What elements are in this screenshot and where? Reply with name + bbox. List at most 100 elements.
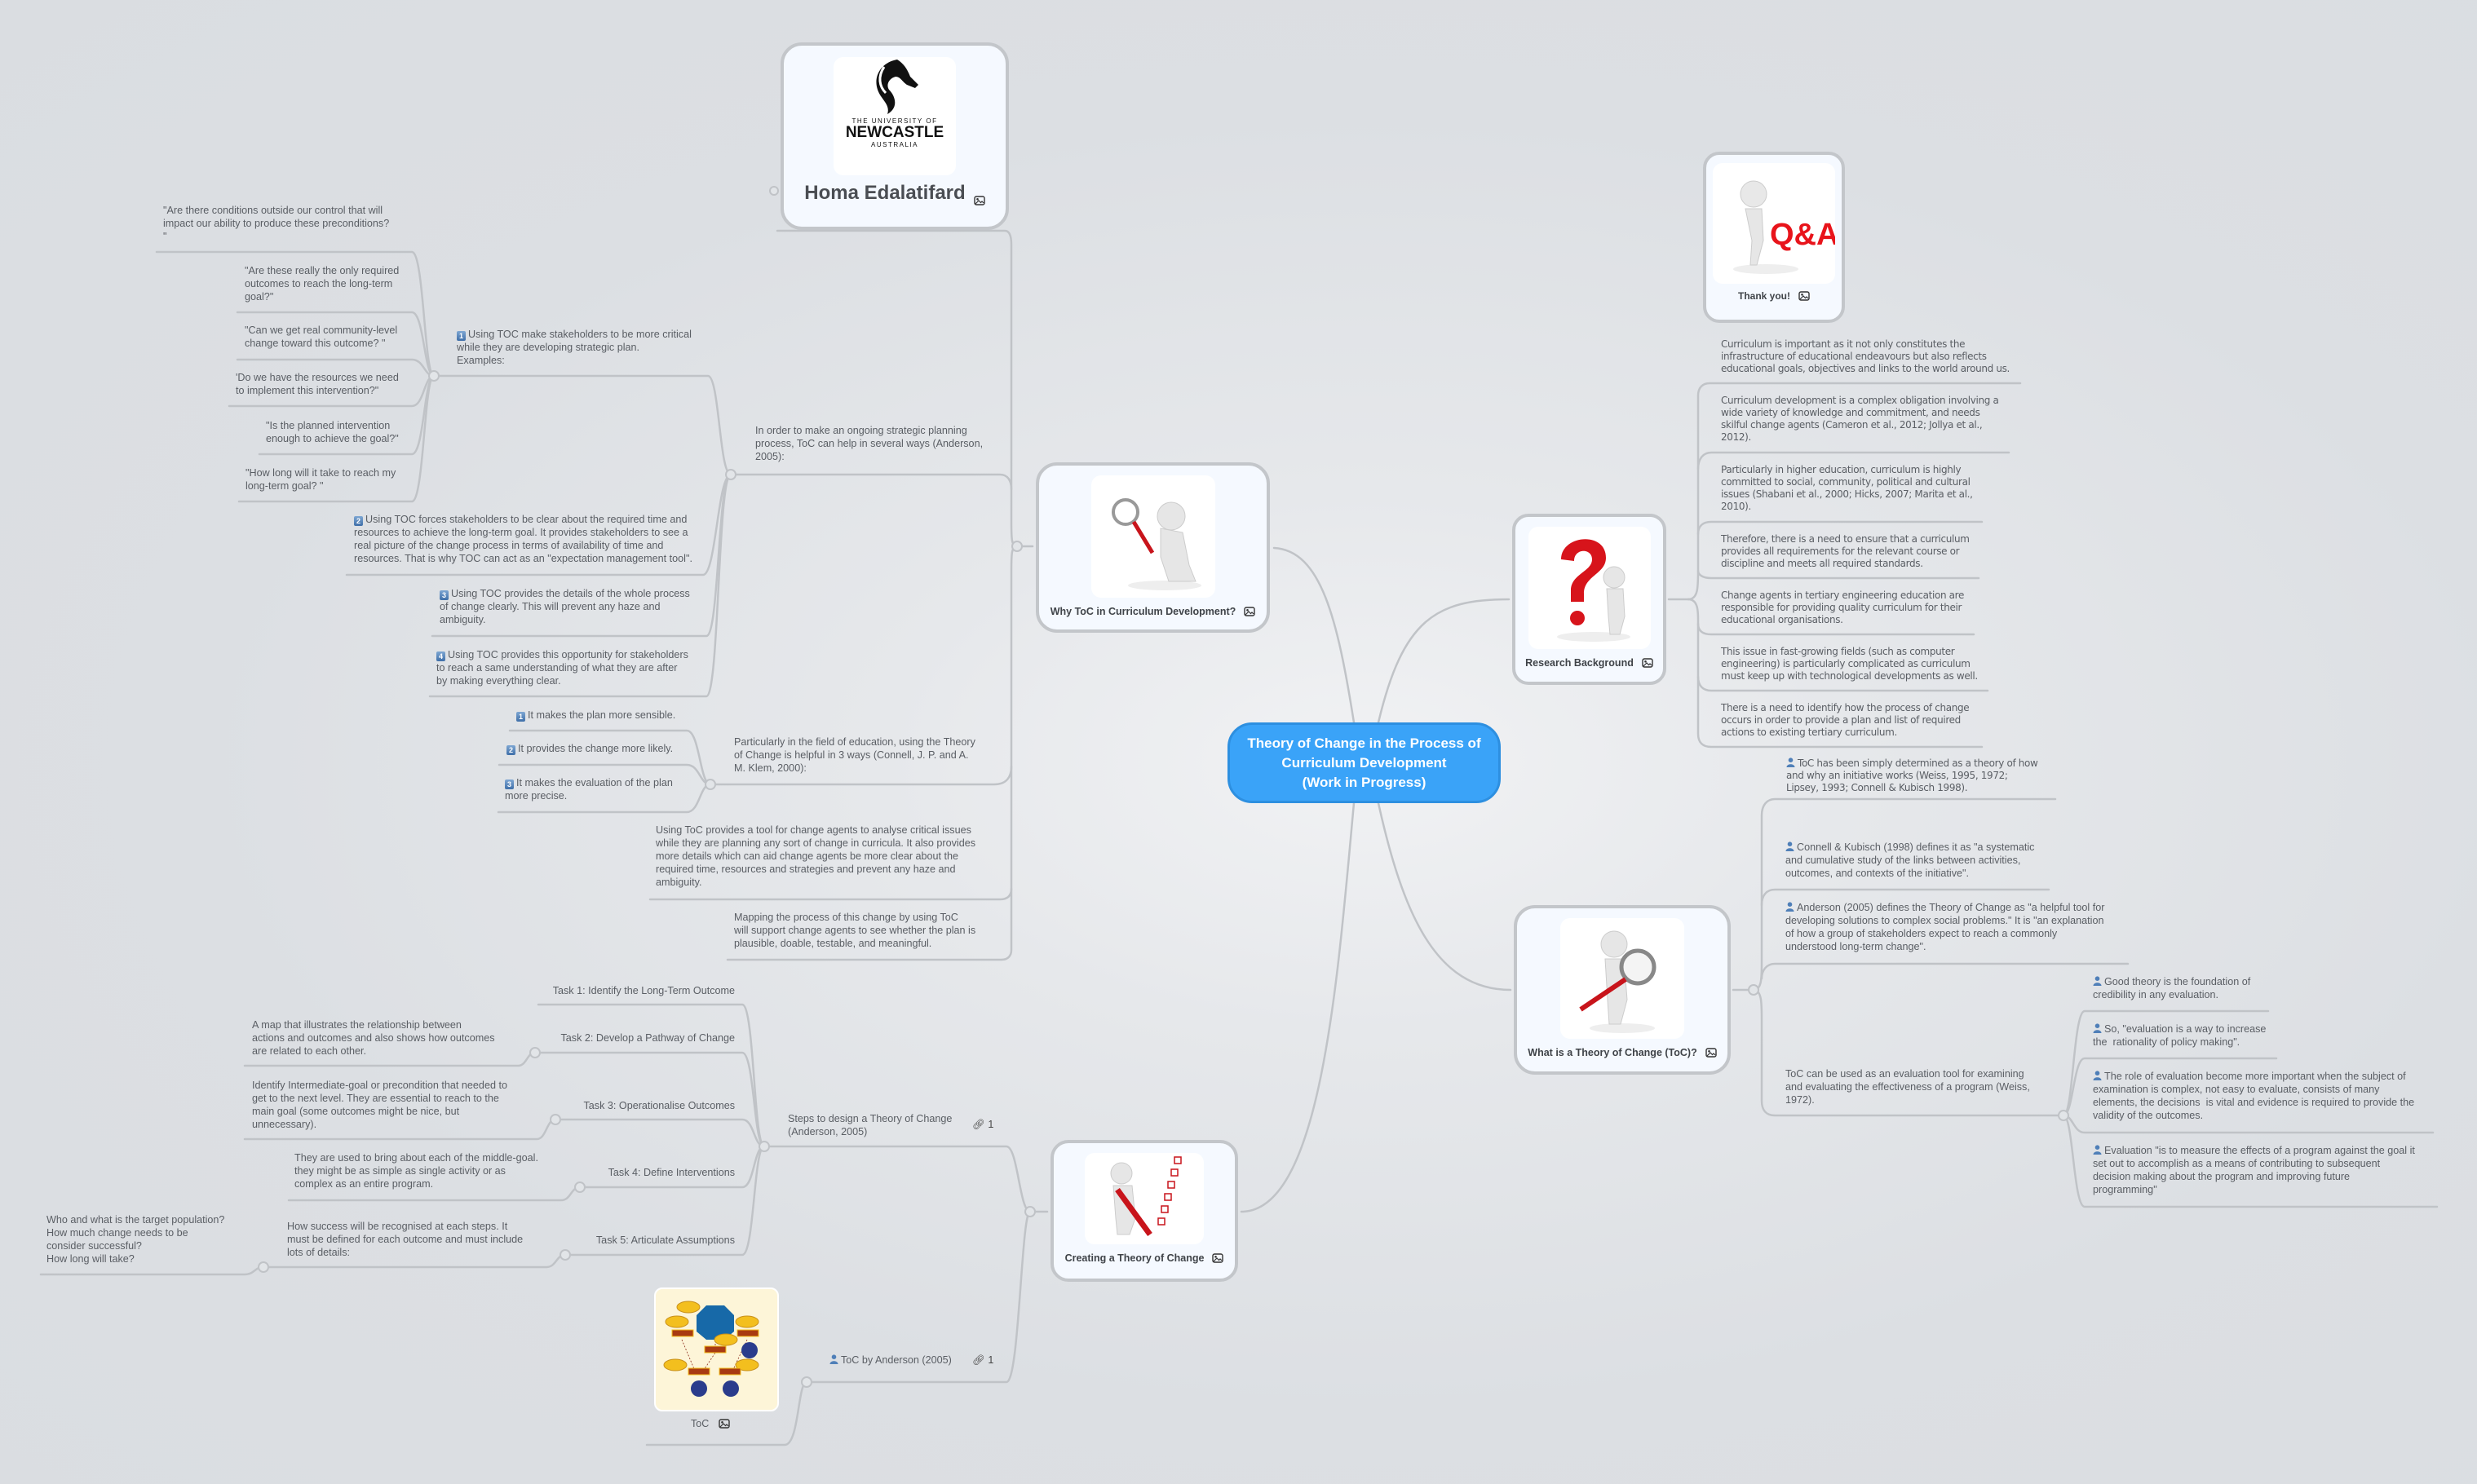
anderson-toc-node[interactable]: ToC by Anderson (2005) [829,1354,952,1367]
logo-text: AUSTRALIA [871,141,918,148]
thank-you-label: Thank you! [1737,290,1790,302]
thank-you-card[interactable]: Q&A Thank you! [1703,152,1845,323]
item-text: Using TOC make stakeholders to be more c… [457,329,692,366]
creating-toc-card[interactable]: Creating a Theory of Change [1051,1140,1238,1282]
item-text: Good theory is the foundation of credibi… [2093,976,2251,1000]
evaluation-node[interactable]: ToC can be used as an evaluation tool fo… [1785,1068,2030,1106]
why-toc-card[interactable]: Why ToC in Curriculum Development? [1036,462,1270,633]
item-text: Connell & Kubisch (1998) defines it as "… [1785,841,2035,879]
toc-image-label-row: ToC [691,1417,730,1430]
image-icon[interactable] [1798,291,1810,301]
research-item[interactable]: Particularly in higher education, curric… [1721,464,1973,512]
what-is-toc-label: What is a Theory of Change (ToC)? [1528,1047,1697,1058]
evaluation-item[interactable]: Evaluation "is to measure the effects of… [2093,1144,2415,1196]
task-1[interactable]: Task 1: Identify the Long-Term Outcome [552,985,735,996]
research-item[interactable]: There is a need to identify how the proc… [1721,702,1970,738]
person-icon [1785,902,1794,912]
image-icon[interactable] [1244,607,1255,616]
number-1-icon: 1 [457,331,466,341]
evaluation-item[interactable]: So, "evaluation is a way to increase the… [2093,1022,2266,1049]
research-item[interactable]: Curriculum is important as it not only c… [1721,338,2010,374]
image-icon[interactable] [1212,1253,1224,1263]
number-2-icon: 2 [506,745,515,755]
definition-item[interactable]: Connell & Kubisch (1998) defines it as "… [1785,841,2034,880]
item-text: Using TOC provides this opportunity for … [436,649,688,687]
horse-logo-icon [876,60,918,114]
magnifier-figure-icon [1579,930,1656,1033]
person-icon [1786,757,1795,767]
author-card[interactable]: THE UNIVERSITY OF NEWCASTLE AUSTRALIA Ho… [781,42,1009,230]
number-1-icon: 1 [516,712,525,722]
mapping-node[interactable]: Mapping the process of this change by us… [734,912,976,949]
task-2[interactable]: Task 2: Develop a Pathway of Change [560,1032,735,1044]
education-node[interactable]: Particularly in the field of education, … [734,736,975,774]
attachment-count[interactable]: 🔗︎ 1 [972,1119,993,1131]
why-toc-label: Why ToC in Curriculum Development? [1050,606,1236,617]
question-figure-image [1528,527,1651,649]
task-5[interactable]: Task 5: Articulate Assumptions [595,1234,735,1246]
steps-node[interactable]: Steps to design a Theory of Change (Ande… [788,1113,953,1137]
definition-item[interactable]: ToC has been simply determined as a theo… [1786,757,2038,794]
research-item[interactable]: Change agents in tertiary engineering ed… [1721,590,1965,625]
university-logo: THE UNIVERSITY OF NEWCASTLE AUSTRALIA [834,57,956,175]
number-4-icon: 4 [436,651,445,661]
evaluation-item[interactable]: The role of evaluation become more impor… [2093,1070,2414,1122]
research-item[interactable]: Curriculum development is a complex obli… [1721,395,1999,443]
magnifier-figure-image [1560,918,1684,1039]
example-question[interactable]: 'Do we have the resources we need to imp… [236,372,399,396]
attachment-count[interactable]: 🔗︎ 1 [972,1354,993,1367]
item-text: ToC by Anderson (2005) [841,1354,952,1366]
creating-toc-label: Creating a Theory of Change [1064,1252,1205,1264]
paperclip-icon: 🔗︎ [972,1354,985,1366]
item-text: So, "evaluation is a way to increase the… [2093,1023,2267,1048]
number-2-icon: 2 [354,516,363,526]
item-text: Anderson (2005) defines the Theory of Ch… [1785,902,2105,952]
task-5-questions[interactable]: Who and what is the target population? H… [46,1214,225,1265]
task-5-description[interactable]: How success will be recognised at each s… [287,1221,524,1258]
toc-image-label: ToC [691,1418,710,1429]
item-text: It makes the evaluation of the plan more… [505,777,673,802]
image-icon[interactable] [719,1419,730,1429]
junction-dot [1011,541,1023,552]
item-text: Evaluation "is to measure the effects of… [2093,1145,2415,1195]
task-4-description[interactable]: They are used to bring about each of the… [294,1152,538,1190]
research-item[interactable]: This issue in fast-growing fields (such … [1721,646,1978,682]
task-3-description[interactable]: Identify Intermediate-goal or preconditi… [252,1080,507,1130]
person-icon [2093,1071,2102,1080]
example-question[interactable]: "How long will it take to reach my long-… [245,467,396,492]
qa-image: Q&A [1713,163,1835,284]
item-text: Using TOC forces stakeholders to be clea… [354,514,692,564]
central-topic[interactable]: Theory of Change in the Process of Curri… [1227,722,1501,803]
task-3[interactable]: Task 3: Operationalise Outcomes [583,1100,736,1111]
example-question[interactable]: "Can we get real community-level change … [245,325,398,349]
task-2-description[interactable]: A map that illustrates the relationship … [252,1019,495,1057]
analysis-tool-node[interactable]: Using ToC provides a tool for change age… [656,824,976,888]
number-3-icon: 3 [505,780,514,789]
toc-diagram-image[interactable] [654,1287,779,1411]
image-icon[interactable] [1642,658,1653,668]
example-question[interactable]: "Are there conditions outside our contro… [163,205,390,242]
example-question[interactable]: "Are these really the only required outc… [245,265,400,303]
what-is-toc-card[interactable]: What is a Theory of Change (ToC)? [1514,905,1731,1075]
image-icon[interactable] [1705,1048,1717,1058]
logo-text: NEWCASTLE [845,124,944,141]
research-background-card[interactable]: Research Background [1512,514,1666,685]
paperclip-icon: 🔗︎ [972,1119,985,1130]
evaluation-item[interactable]: Good theory is the foundation of credibi… [2093,975,2250,1001]
task-4[interactable]: Task 4: Define Interventions [608,1167,735,1178]
image-icon[interactable] [973,188,985,205]
qa-figure-icon: Q&A [1733,180,1835,274]
logo-text: THE UNIVERSITY OF [851,117,938,125]
research-item[interactable]: Therefore, there is a need to ensure tha… [1721,533,1970,569]
item-text: It makes the plan more sensible. [528,709,676,721]
strategic-planning-node[interactable]: In order to make an ongoing strategic pl… [755,425,984,462]
example-question[interactable]: "Is the planned intervention enough to a… [266,420,399,444]
definition-item[interactable]: Anderson (2005) defines the Theory of Ch… [1785,901,2104,953]
